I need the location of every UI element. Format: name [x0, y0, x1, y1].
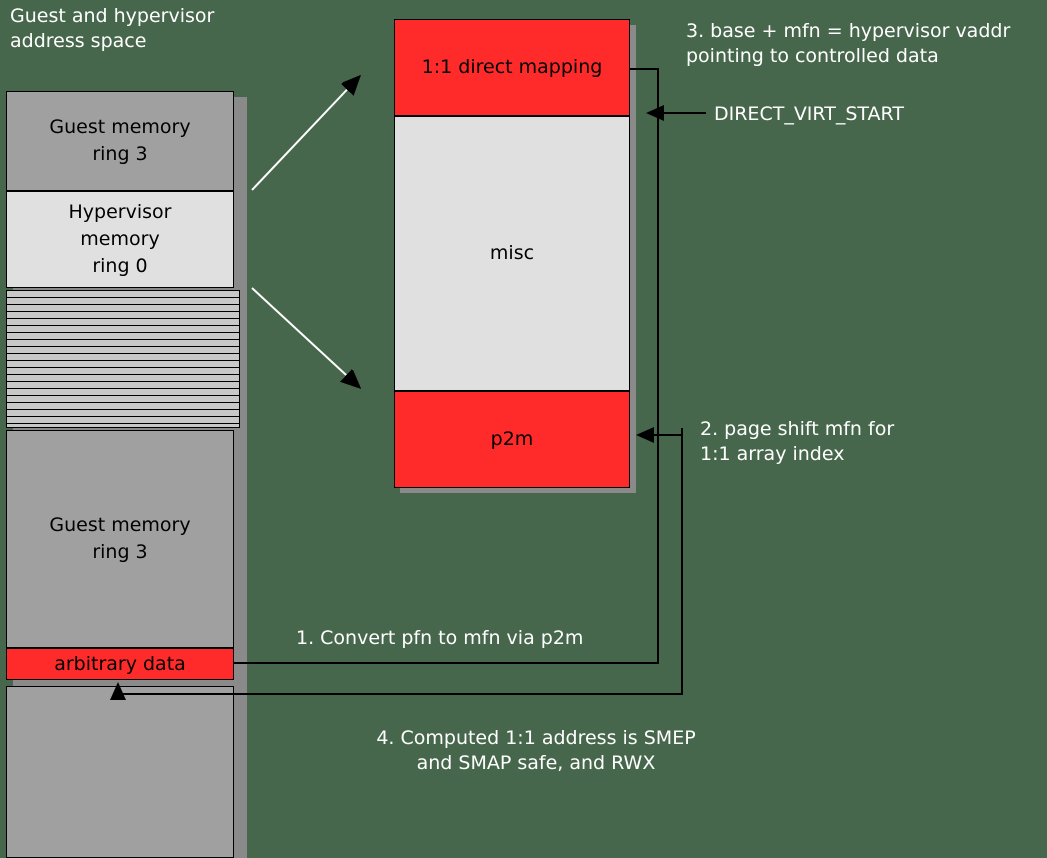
annotation-step3: 3. base + mfn = hypervisor vaddr pointin… [686, 20, 1011, 67]
guest-memory-ring3-top: Guest memory ring 3 [6, 91, 234, 191]
left-panel-title: Guest and hypervisor address space [10, 5, 215, 52]
annotation-step1: 1. Convert pfn to mfn via p2m [296, 627, 584, 649]
arrow-lower-diagonal [251, 287, 358, 386]
arbitrary-data: arbitrary data [6, 648, 234, 680]
misc: misc [394, 116, 630, 391]
striped-region [6, 290, 240, 428]
guest-memory-ring3-main: Guest memory ring 3 [6, 430, 234, 648]
arrow-upper-diagonal [251, 78, 358, 191]
annotation-direct-virt-start: DIRECT_VIRT_START [714, 103, 904, 125]
p2m: p2m [394, 391, 630, 488]
hypervisor-memory-ring0: Hypervisor memory ring 0 [6, 191, 234, 288]
guest-memory-ring3-bottom [6, 686, 234, 858]
annotation-step4: 4. Computed 1:1 address is SMEP and SMAP… [376, 727, 696, 774]
annotation-step2: 2. page shift mfn for 1:1 array index [700, 418, 895, 465]
direct-mapping: 1:1 direct mapping [394, 19, 630, 116]
